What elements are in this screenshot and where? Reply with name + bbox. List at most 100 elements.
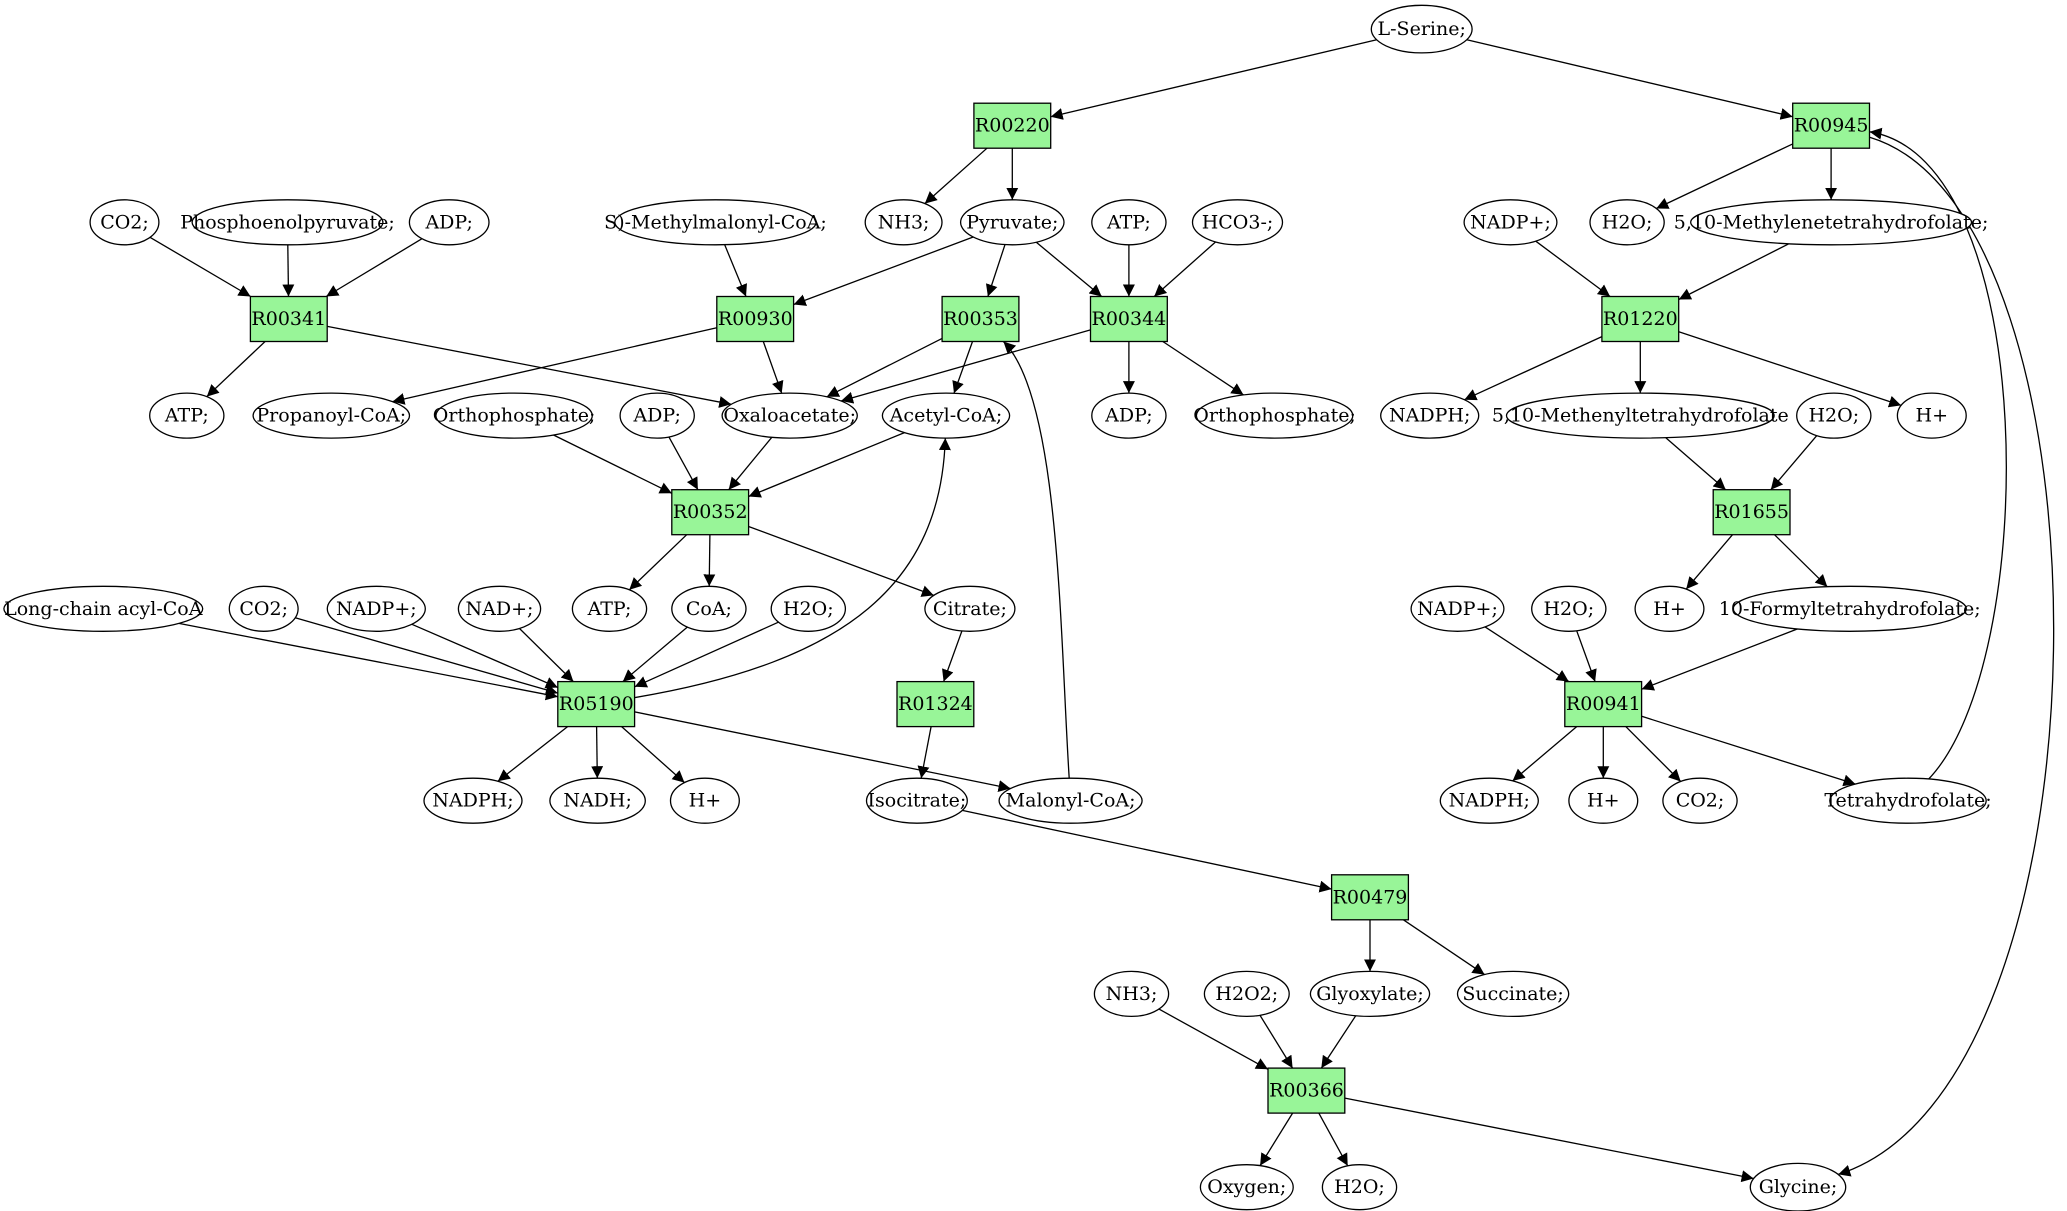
compound-ellipse [998, 777, 1143, 824]
node-tetrahydrofolate: Tetrahydrofolate; [1824, 777, 1992, 824]
reaction-box [249, 295, 328, 343]
compound-ellipse [1732, 585, 1967, 632]
node-nad: NAD+; [457, 585, 542, 632]
node-label: R00352 [673, 501, 748, 523]
compound-ellipse [1380, 392, 1480, 439]
node-label: R00344 [1092, 308, 1167, 330]
node-label: ATP; [164, 405, 209, 427]
node-label: NADP+; [1470, 211, 1551, 233]
node-label: R00341 [251, 308, 326, 330]
edge-r00930-to-oxaloacetate [762, 341, 784, 394]
compound-ellipse [1456, 970, 1570, 1018]
reaction-box [1267, 1067, 1346, 1114]
node-r00930: R00930 [716, 295, 795, 343]
compound-ellipse [1568, 777, 1639, 824]
edge-r00344-to-oxaloacetate [840, 329, 1091, 404]
edge-r00930-to-propanoyl-coa [392, 327, 717, 405]
edge-r00945-to-glycine [1838, 136, 2055, 1177]
edge-nh3-b-to-r00366 [1158, 1008, 1269, 1070]
compound-ellipse [435, 392, 593, 439]
edge-r00366-to-glycine [1344, 1097, 1754, 1183]
compound-ellipse [1195, 392, 1354, 439]
node-label: NH3; [878, 211, 930, 233]
compound-ellipse [1531, 585, 1607, 632]
node-h2o2: H2O2; [1203, 970, 1290, 1018]
edge-tetrahydrofolate-to-r00945 [1869, 127, 2007, 780]
node-label: Isocitrate; [868, 790, 967, 812]
node-label: R05190 [559, 693, 634, 715]
node-propanoyl-coa: Propanoyl-CoA; [252, 392, 411, 439]
edge-r00941-to-nadph-c [1512, 726, 1578, 782]
reaction-box [1564, 680, 1643, 728]
node-label: NADPH; [1449, 790, 1530, 812]
reaction-box [896, 680, 975, 728]
node-h2o-b: H2O; [1796, 392, 1872, 439]
edge-h2o-b-to-r01655 [1770, 435, 1818, 491]
compound-ellipse [549, 777, 646, 824]
compound-ellipse [881, 392, 1011, 439]
compound-ellipse [959, 199, 1065, 246]
node-label: H2O; [1602, 211, 1653, 233]
node-label: R00220 [975, 115, 1050, 137]
edge-nad-to-r05190 [519, 628, 574, 683]
node-malonyl-coa: Malonyl-CoA; [998, 777, 1143, 824]
compound-ellipse [721, 392, 858, 439]
edge-methenylthf-to-r01655 [1665, 437, 1727, 491]
node-label: Succinate; [1462, 983, 1563, 1005]
compound-ellipse [924, 585, 1016, 632]
node-label: ATP; [1106, 211, 1151, 233]
node-label: 10-Formyltetrahydrofolate; [1719, 598, 1981, 620]
node-label: H2O; [1543, 598, 1594, 620]
edge-nadp-b-to-r05190 [411, 623, 559, 689]
compound-ellipse [770, 585, 847, 632]
node-label: Pyruvate; [966, 211, 1058, 233]
compound-ellipse [1505, 392, 1775, 439]
node-label: H+ [1653, 598, 1686, 620]
node-long-chain-acyl-coa: Long-chain acyl-CoA [3, 585, 204, 632]
edge-r00220-to-nh3-a [924, 147, 988, 205]
compound-ellipse [1093, 970, 1170, 1018]
node-hplus-c: H+ [669, 777, 740, 824]
node-label: Long-chain acyl-CoA [4, 598, 203, 620]
node-label: ADP; [632, 405, 680, 427]
compound-ellipse [1199, 1164, 1294, 1211]
node-label: R00353 [943, 308, 1018, 330]
node-r01324: R01324 [896, 680, 975, 728]
node-label: Glyoxylate; [1316, 983, 1424, 1005]
edge-r00366-to-h2o-e [1318, 1112, 1349, 1167]
compound-ellipse [1690, 199, 1973, 246]
node-label: S)-Methylmalonyl-CoA; [604, 211, 827, 233]
node-label: R00479 [1333, 886, 1408, 908]
edge-coa-to-r05190 [622, 626, 688, 683]
node-label: R01220 [1603, 308, 1678, 330]
node-h2o-e: H2O; [1321, 1164, 1398, 1211]
node-label: NADP+; [336, 598, 417, 620]
reaction-box [1792, 102, 1871, 149]
node-label: CO2; [239, 598, 288, 620]
node-nadp-b: NADP+; [326, 585, 426, 632]
compound-ellipse [1439, 777, 1539, 824]
edge-pyruvate-to-r00353 [985, 244, 1006, 297]
node-label: Malonyl-CoA; [1006, 790, 1136, 812]
compound-ellipse [457, 585, 542, 632]
node-orthophosphate-b: Orthophosphate; [1193, 392, 1356, 439]
compound-ellipse [619, 392, 695, 439]
node-label: Orthophosphate; [1193, 405, 1356, 427]
node-methylmalonyl-coa: S)-Methylmalonyl-CoA; [604, 199, 827, 246]
edge-r00479-to-succinate [1403, 919, 1485, 976]
compound-ellipse [571, 585, 648, 632]
edge-l-serine-to-r00945 [1466, 39, 1793, 120]
edge-h2o-c-to-r05190 [634, 621, 779, 688]
node-oxaloacetate: Oxaloacetate; [721, 392, 858, 439]
node-adp-c: ADP; [1091, 392, 1167, 439]
compound-ellipse [191, 199, 384, 246]
node-label: NH3; [1106, 983, 1158, 1005]
compound-ellipse [1896, 392, 1967, 439]
node-orthophosphate-a: Orthophosphate; [433, 392, 595, 439]
node-label: H2O2; [1215, 983, 1278, 1005]
compound-ellipse [252, 392, 411, 439]
compound-ellipse [1309, 970, 1431, 1018]
node-co2-c: CO2; [1662, 777, 1738, 824]
node-r00479: R00479 [1330, 874, 1410, 921]
node-label: ADP; [1104, 405, 1152, 427]
